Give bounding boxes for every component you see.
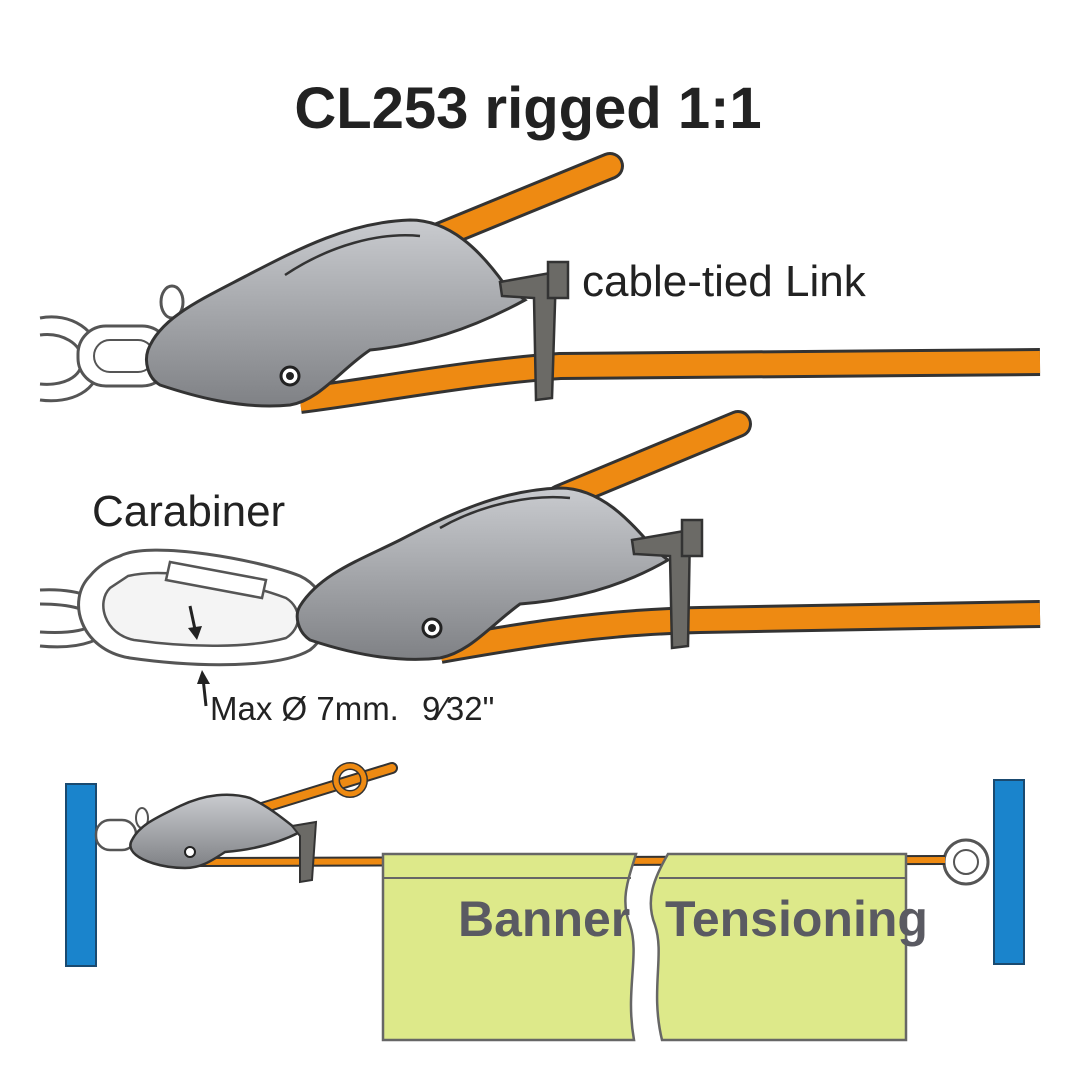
right-post xyxy=(993,779,1025,965)
banner-left-panel xyxy=(381,852,638,1042)
carabiner-gate xyxy=(164,560,268,600)
figure-carabiner xyxy=(39,410,1041,707)
banner-word-left: Banner xyxy=(458,891,630,947)
left-post xyxy=(65,783,97,967)
label-max-diameter: Max Ø 7mm. xyxy=(210,690,399,727)
cable-tie xyxy=(290,820,318,884)
figure-banner-tensioning xyxy=(65,762,1025,1042)
cleat-body xyxy=(145,218,528,408)
banner-right-panel xyxy=(649,852,908,1042)
label-carabiner: Carabiner xyxy=(92,487,285,536)
cleat-body xyxy=(295,486,671,661)
label-max-diameter-fraction: 9⁄32" xyxy=(422,690,494,727)
label-cable-tied-link: cable-tied Link xyxy=(582,257,867,306)
banner-word-right: Tensioning xyxy=(665,891,928,947)
figure-cable-tied-link xyxy=(39,152,1041,414)
diagram-title: CL253 rigged 1:1 xyxy=(294,76,761,141)
cleat-body xyxy=(129,793,303,870)
